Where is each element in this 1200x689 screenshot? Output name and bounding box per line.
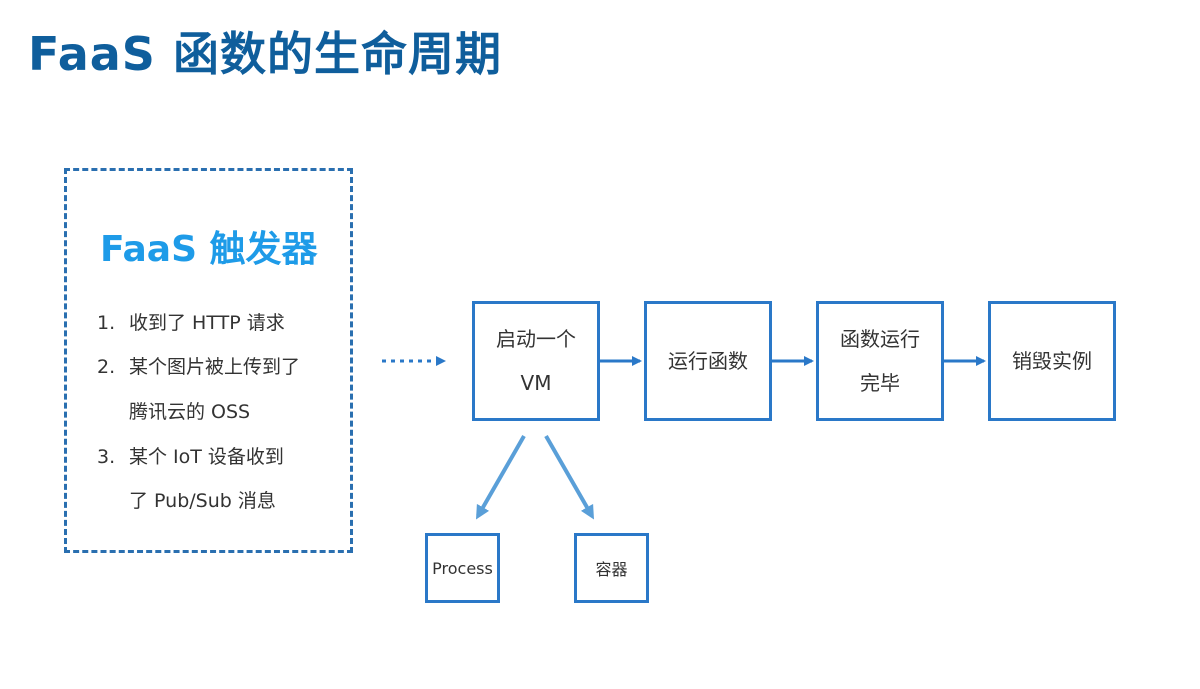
trigger-item-text: 某个图片被上传到了 [129,356,301,378]
trigger-box [64,168,353,553]
sub-step-process: Process [425,533,500,603]
step-function-complete: 函数运行 完毕 [816,301,944,421]
trigger-item-2: 2. 某个图片被上传到了 [97,352,300,379]
step-label: 销毁实例 [1012,349,1092,373]
sub-step-label: Process [432,558,493,578]
step-destroy-instance: 销毁实例 [988,301,1116,421]
trigger-item-1: 1. 收到了 HTTP 请求 [97,308,285,335]
step-label: 启动一个 [496,327,576,351]
sub-step-container: 容器 [574,533,649,603]
slide-title: FaaS 函数的生命周期 [28,27,502,81]
step-run-function: 运行函数 [644,301,772,421]
step-label: 运行函数 [668,349,748,373]
trigger-item-2-continued: 腾讯云的 OSS [129,401,251,423]
step-label: 函数运行 [840,327,920,351]
trigger-item-text: 收到了 HTTP 请求 [129,312,285,334]
trigger-title: FaaS 触发器 [100,229,318,270]
trigger-item-number: 2. [97,356,116,378]
trigger-item-number: 1. [97,312,116,334]
trigger-item-number: 3. [97,446,116,468]
trigger-item-3-continued: 了 Pub/Sub 消息 [129,490,276,512]
step-label: 完毕 [860,371,900,395]
sub-arrow-process [476,435,526,520]
sub-arrow-container [544,435,594,520]
step-start-vm: 启动一个 VM [472,301,600,421]
step-label: VM [520,371,552,395]
trigger-item-3: 3. 某个 IoT 设备收到 [97,442,284,469]
sub-step-label: 容器 [595,560,628,579]
trigger-item-text: 某个 IoT 设备收到 [129,446,284,468]
